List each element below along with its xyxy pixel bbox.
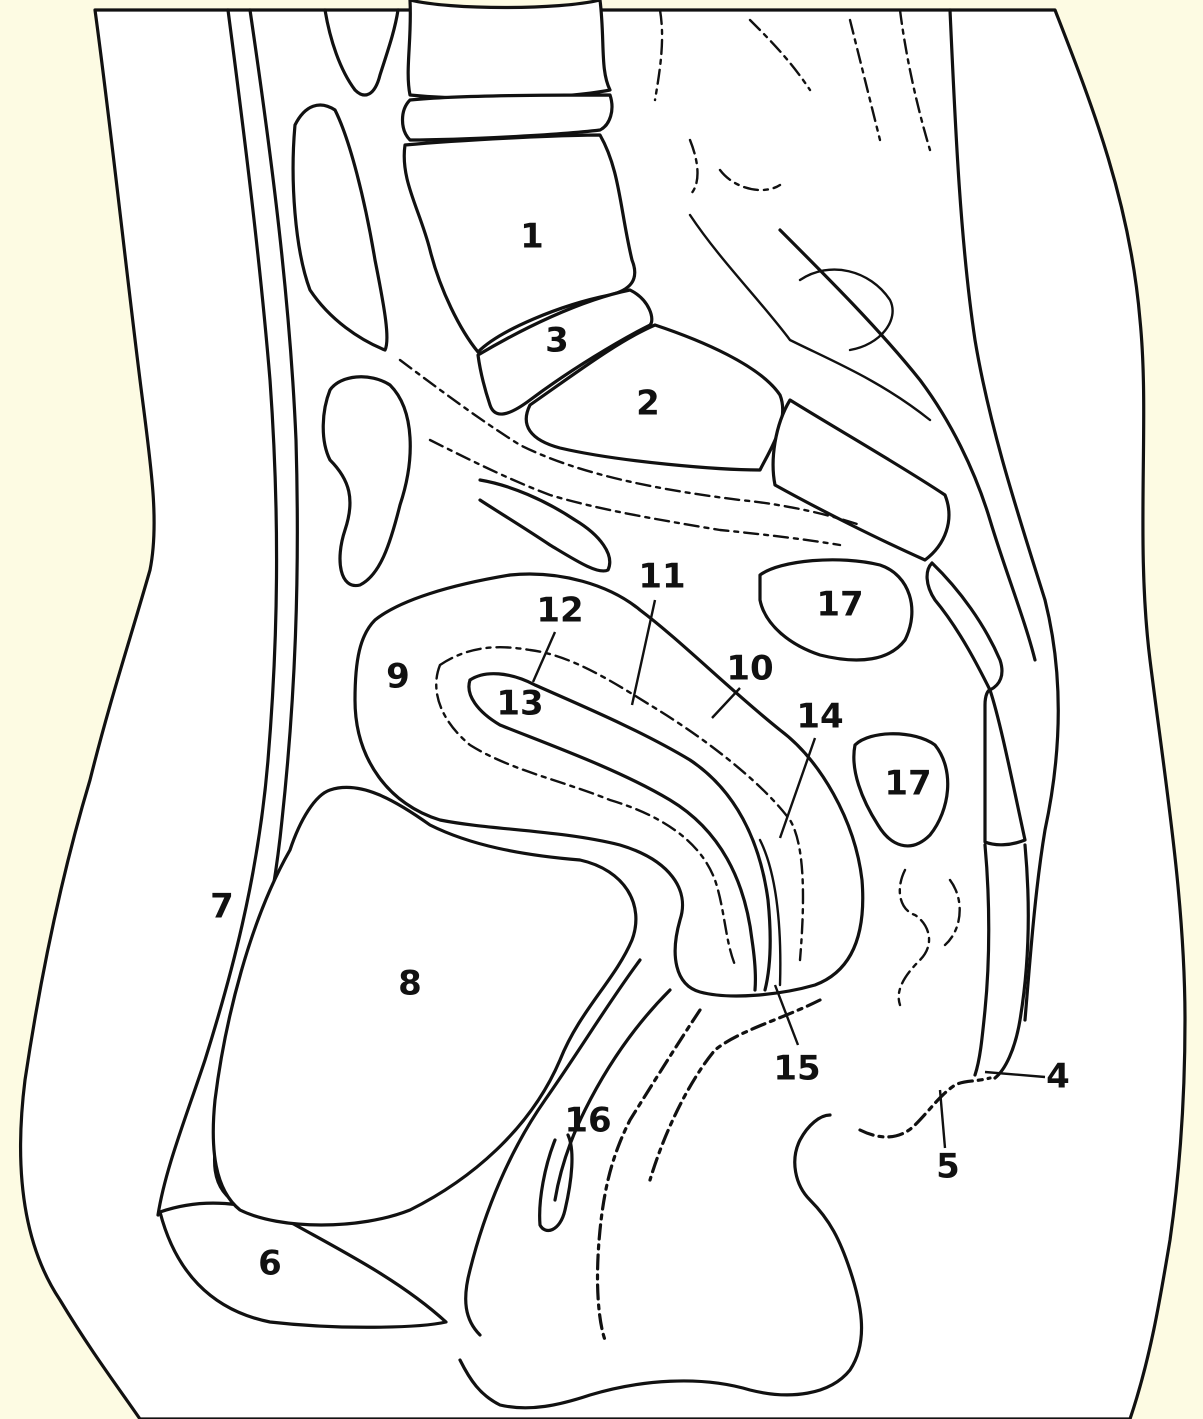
vertebra-L4 [408,0,610,98]
label-9: 9 [386,657,410,697]
label-16: 16 [564,1101,611,1141]
label-8: 8 [398,964,422,1004]
label-7: 7 [210,887,234,927]
label-12: 12 [536,591,583,631]
label-2: 2 [636,384,660,424]
label-17-lower: 17 [884,764,931,804]
label-3: 3 [545,321,569,361]
label-6: 6 [258,1244,282,1284]
label-1: 1 [520,217,544,257]
label-11: 11 [638,557,685,597]
label-15: 15 [773,1049,820,1089]
label-5: 5 [936,1147,960,1187]
intervertebral-disc-upper [403,95,612,140]
label-14: 14 [796,697,843,737]
label-10: 10 [726,649,773,689]
label-17-upper: 17 [816,585,863,625]
label-4: 4 [1046,1057,1070,1097]
label-13: 13 [496,684,543,724]
